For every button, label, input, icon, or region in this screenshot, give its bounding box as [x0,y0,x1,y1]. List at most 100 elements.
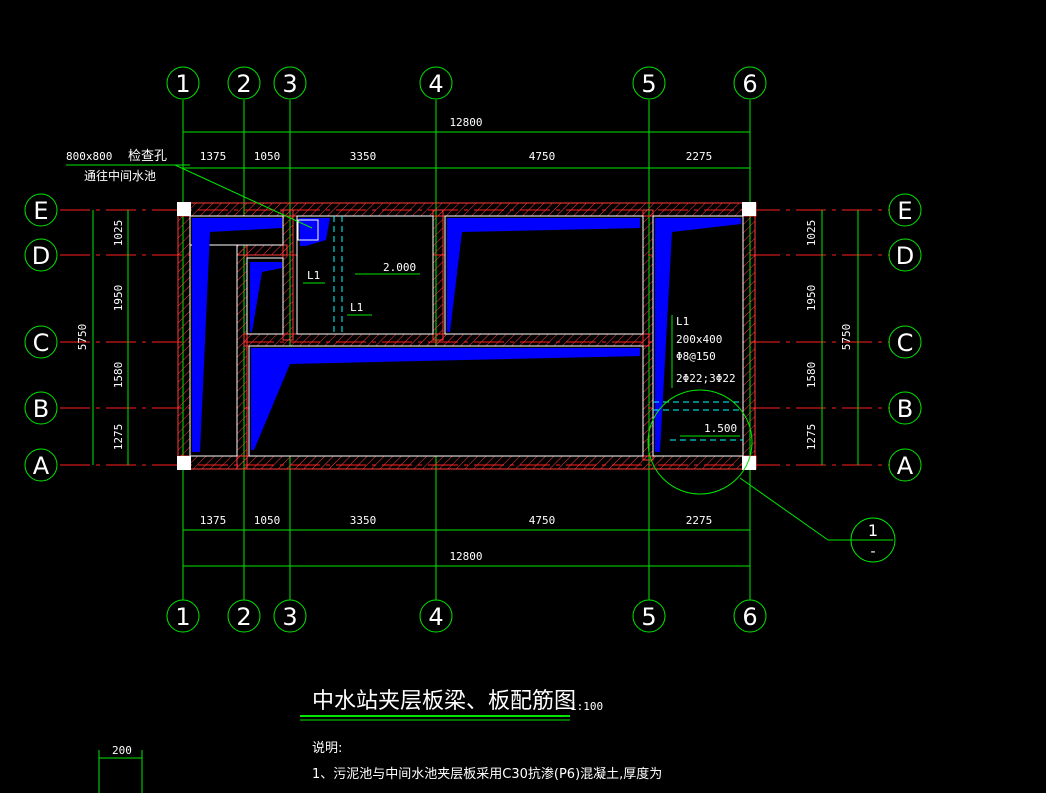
svg-text:5: 5 [641,70,656,98]
svg-text:1580: 1580 [805,362,818,389]
title-scale: 1:100 [570,700,603,713]
svg-text:2.000: 2.000 [383,261,416,274]
svg-text:4750: 4750 [529,150,556,163]
svg-text:2: 2 [236,70,251,98]
axis-bubble[interactable]: D [888,238,922,272]
svg-text:-: - [870,544,875,560]
svg-text:3: 3 [282,70,297,98]
dim-total-top: 12800 [449,116,482,129]
dashed-beams [333,216,743,441]
svg-text:Φ8@150: Φ8@150 [676,350,716,363]
svg-text:2: 2 [236,603,251,631]
svg-text:800x800: 800x800 [66,150,112,163]
axis-bubble[interactable]: 4 [419,66,453,100]
svg-text:1950: 1950 [112,285,125,312]
dimensions-top: 12800 1375 1050 3350 4750 2275 [183,116,750,169]
beam-tags: L1 L1 2.000 1.500 [303,261,740,437]
svg-text:1: 1 [868,521,878,540]
svg-text:L1: L1 [307,269,320,282]
axis-bubbles-top: 1 2 3 4 5 6 [166,66,767,100]
beam-spec: L1 200x400 Φ8@150 2Φ22;3Φ22 [671,315,736,388]
svg-text:200: 200 [112,744,132,757]
svg-text:E: E [33,197,48,225]
svg-text:1.500: 1.500 [704,422,737,435]
svg-text:4: 4 [428,603,443,631]
svg-text:1025: 1025 [112,220,125,247]
svg-text:B: B [897,395,913,423]
svg-text:D: D [32,242,50,270]
axis-bubble[interactable]: E [24,193,58,227]
axis-bubble[interactable]: 1 [166,599,200,633]
svg-text:1025: 1025 [805,220,818,247]
svg-text:1375: 1375 [200,514,227,527]
axis-bubble[interactable]: 6 [733,599,767,633]
rooms [189,215,744,457]
dimensions-right: 1025 1950 1580 1275 5750 [805,210,859,465]
axis-bubble[interactable]: D [24,238,58,272]
svg-text:1: 1 [175,603,190,631]
svg-text:200x400: 200x400 [676,333,722,346]
axis-bubble[interactable]: B [24,391,58,425]
svg-text:A: A [897,452,914,480]
dimensions-left: 5750 1025 1950 1580 1275 [76,210,129,465]
svg-text:3350: 3350 [350,514,377,527]
svg-text:6: 6 [742,70,757,98]
svg-text:2275: 2275 [686,150,713,163]
svg-text:1275: 1275 [805,424,818,451]
svg-text:1050: 1050 [254,514,281,527]
axis-bubbles-right: E D C B A [888,193,922,482]
axis-bubble[interactable]: 4 [419,599,453,633]
axis-bubble[interactable]: 3 [273,66,307,100]
dimensions-bottom: 1375 1050 3350 4750 2275 12800 [183,514,750,567]
axis-bubble[interactable]: B [888,391,922,425]
svg-text:1375: 1375 [200,150,227,163]
axis-bubble[interactable]: 6 [733,66,767,100]
title-main: 中水站夹层板梁、板配筋图 [312,689,576,714]
svg-text:1580: 1580 [112,362,125,389]
svg-text:4: 4 [428,70,443,98]
svg-text:4750: 4750 [529,514,556,527]
svg-text:D: D [896,242,914,270]
axis-bubble[interactable]: 5 [632,66,666,100]
svg-text:5: 5 [641,603,656,631]
opening-annotation: 800x800 检查孔 通往中间水池 [66,149,319,241]
axis-bubble[interactable]: C [24,325,58,359]
svg-text:E: E [897,197,912,225]
svg-text:C: C [897,329,914,357]
svg-text:3350: 3350 [350,150,377,163]
rebar-regions [192,218,741,452]
axis-bubbles-bottom: 1 2 3 4 5 6 [166,599,767,633]
notes: 200 说明: 1、污泥池与中间水池夹层板采用C30抗渗(P6)混凝土,厚度为 [98,741,662,793]
axis-bubble[interactable]: 3 [273,599,307,633]
axis-bubble[interactable]: A [888,448,922,482]
svg-text:2275: 2275 [686,514,713,527]
svg-text:1275: 1275 [112,424,125,451]
svg-text:检查孔: 检查孔 [128,149,167,164]
svg-text:B: B [33,395,49,423]
svg-text:L1: L1 [350,301,363,314]
svg-text:1、污泥池与中间水池夹层板采用C30抗渗(P6)混凝土,厚度: 1、污泥池与中间水池夹层板采用C30抗渗(P6)混凝土,厚度为 [312,766,662,782]
svg-text:3: 3 [282,603,297,631]
axis-bubble[interactable]: 5 [632,599,666,633]
svg-text:5750: 5750 [76,324,89,351]
axis-bubble[interactable]: E [888,193,922,227]
axis-bubble[interactable]: C [888,325,922,359]
svg-text:6: 6 [742,603,757,631]
svg-text:1050: 1050 [254,150,281,163]
axis-bubbles-left: E D C B A [24,193,58,482]
svg-text:5750: 5750 [840,324,853,351]
axis-bubble[interactable]: 1 [166,66,200,100]
svg-text:C: C [33,329,50,357]
svg-text:L1: L1 [676,315,689,328]
svg-text:1: 1 [175,70,190,98]
axis-bubble[interactable]: 2 [227,599,261,633]
svg-text:A: A [33,452,50,480]
svg-text:通往中间水池: 通往中间水池 [84,168,156,183]
svg-text:2Φ22;3Φ22: 2Φ22;3Φ22 [676,372,736,385]
axis-bubble[interactable]: 2 [227,66,261,100]
axis-bubble[interactable]: A [24,448,58,482]
svg-text:1950: 1950 [805,285,818,312]
detail-callout[interactable]: 1 - [647,389,896,563]
dim-total-bottom: 12800 [449,550,482,563]
